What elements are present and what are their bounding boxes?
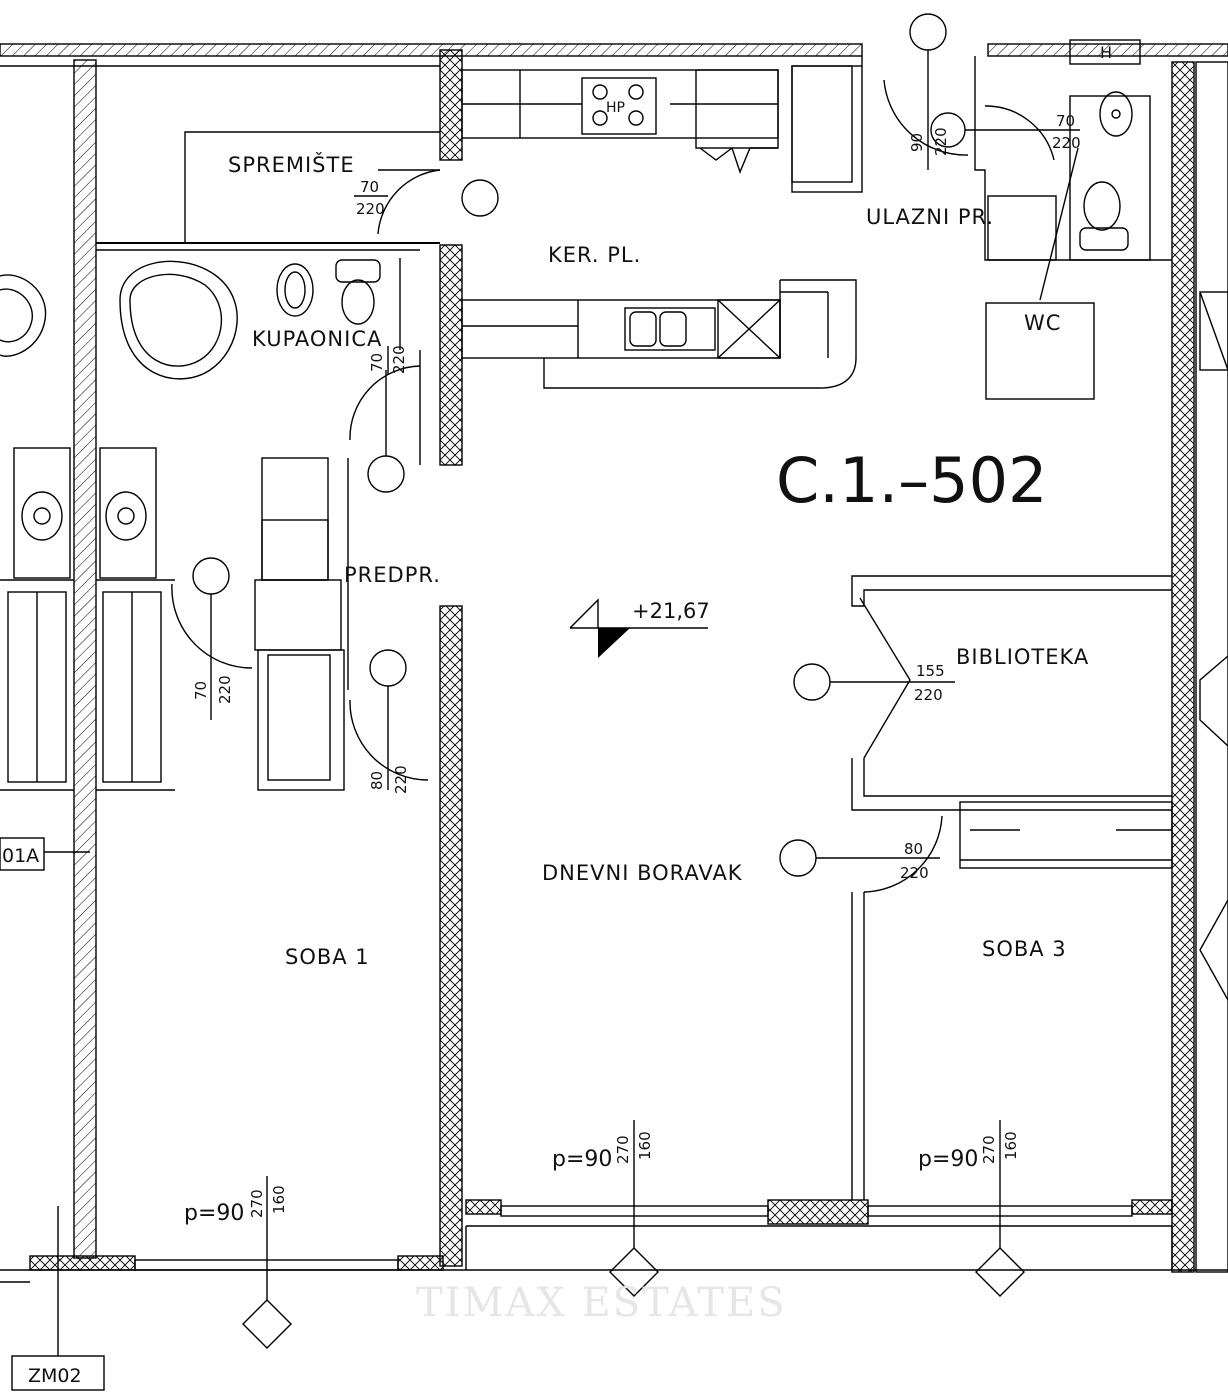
door-entrance-height: 220 bbox=[932, 127, 950, 156]
window-2-h2: 160 bbox=[636, 1131, 654, 1160]
window-2-sill: p=90 bbox=[552, 1147, 612, 1172]
kitchen bbox=[461, 65, 863, 389]
room-label-library: BIBLIOTEKA bbox=[956, 645, 1089, 669]
room-label-storage: SPREMIŠTE bbox=[228, 152, 355, 177]
doors bbox=[171, 79, 1055, 893]
bottom-tag: ZM02 bbox=[28, 1365, 82, 1387]
washbasin-icon bbox=[276, 263, 314, 317]
window-3-h1: 270 bbox=[980, 1135, 998, 1164]
heater-label: H bbox=[1100, 43, 1112, 62]
partitions bbox=[0, 39, 1173, 1200]
window-3-sill: p=90 bbox=[918, 1147, 978, 1172]
window-2-h1: 270 bbox=[614, 1135, 632, 1164]
window-1-h2: 160 bbox=[270, 1185, 288, 1214]
window-1-sill: p=90 bbox=[184, 1201, 244, 1226]
door-room3-width: 80 bbox=[904, 840, 923, 858]
door-storage-height: 220 bbox=[356, 200, 385, 218]
reference-symbols bbox=[0, 13, 1228, 1391]
sink-icon bbox=[624, 307, 716, 351]
door-library-height: 220 bbox=[914, 686, 943, 704]
window-1-h1: 270 bbox=[248, 1189, 266, 1218]
room-label-living: DNEVNI BORAVAK bbox=[542, 861, 743, 885]
hob-icon bbox=[581, 77, 657, 135]
door-library-width: 155 bbox=[916, 662, 945, 680]
watermark-text: TIMAX ESTATES bbox=[416, 1280, 787, 1326]
door-storage-width: 70 bbox=[360, 178, 379, 196]
door-left-width: 70 bbox=[192, 681, 210, 700]
toilet-icon bbox=[335, 259, 381, 283]
room-label-wc: WC bbox=[1024, 311, 1061, 335]
room-label-bathroom: KUPAONICA bbox=[252, 327, 382, 351]
walls bbox=[0, 43, 1228, 1283]
door-room1-width: 80 bbox=[368, 771, 386, 790]
window-3-h2: 160 bbox=[1002, 1131, 1020, 1160]
unit-code: C.1.–502 bbox=[776, 444, 1048, 517]
room-label-hallway: PREDPR. bbox=[344, 563, 441, 587]
left-tag: 01A bbox=[2, 845, 39, 867]
door-entrance-width: 90 bbox=[908, 133, 926, 152]
door-left-height: 220 bbox=[216, 675, 234, 704]
door-room3-height: 220 bbox=[900, 864, 929, 882]
bathroom-fixtures bbox=[0, 259, 381, 380]
labels: C.1.–502 +21,67 SPREMIŠTE KUPAONICA KER.… bbox=[2, 43, 1112, 1387]
door-bathroom-height: 220 bbox=[390, 345, 408, 374]
door-wc-width: 70 bbox=[1056, 112, 1075, 130]
bathtub-icon bbox=[119, 260, 238, 380]
hob-label: HP bbox=[606, 100, 625, 116]
door-wc-height: 220 bbox=[1052, 134, 1081, 152]
room-label-entrance: ULAZNI PR. bbox=[866, 205, 994, 229]
room-label-room3: SOBA 3 bbox=[982, 937, 1067, 961]
level-mark: +21,67 bbox=[632, 599, 710, 623]
door-bathroom-width: 70 bbox=[368, 353, 386, 372]
room-label-kitchen: KER. PL. bbox=[548, 243, 641, 267]
door-room1-height: 220 bbox=[392, 765, 410, 794]
room-label-room1: SOBA 1 bbox=[285, 945, 370, 969]
